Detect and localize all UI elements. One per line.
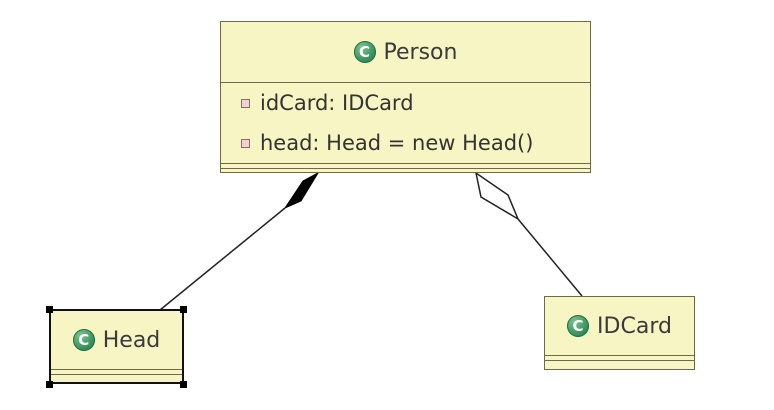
class-idcard-name: IDCard [597, 313, 672, 339]
class-idcard-separator [545, 355, 694, 361]
attribute-text: idCard: IDCard [260, 91, 414, 115]
class-person[interactable]: C Person idCard: IDCard head: Head = new… [220, 21, 591, 173]
private-field-icon [241, 138, 250, 148]
class-c-icon: C [567, 315, 590, 337]
selection-handle[interactable] [46, 381, 53, 388]
class-person-separator [221, 82, 590, 83]
attribute-text: head: Head = new Head() [260, 131, 534, 155]
composition-diamond [283, 171, 320, 210]
class-head-name: Head [102, 327, 161, 353]
class-person-header: C Person [221, 22, 590, 82]
class-c-icon: C [353, 41, 376, 63]
composition-line [159, 207, 286, 311]
class-idcard[interactable]: C IDCard [544, 296, 695, 370]
class-person-methods-separator [221, 163, 590, 169]
class-idcard-header: C IDCard [545, 297, 694, 355]
class-head-separator [51, 369, 182, 375]
attribute-row[interactable]: idCard: IDCard [221, 83, 590, 123]
aggregation-line [517, 218, 583, 297]
class-head[interactable]: C Head [49, 309, 184, 384]
selection-handle[interactable] [180, 306, 187, 313]
selection-handle[interactable] [180, 381, 187, 388]
class-c-icon: C [72, 329, 95, 351]
class-person-name: Person [383, 39, 458, 65]
selection-handle[interactable] [46, 306, 53, 313]
private-field-icon [241, 98, 250, 108]
aggregation-diamond [474, 171, 520, 221]
attribute-row[interactable]: head: Head = new Head() [221, 123, 590, 163]
class-head-header: C Head [51, 311, 182, 369]
